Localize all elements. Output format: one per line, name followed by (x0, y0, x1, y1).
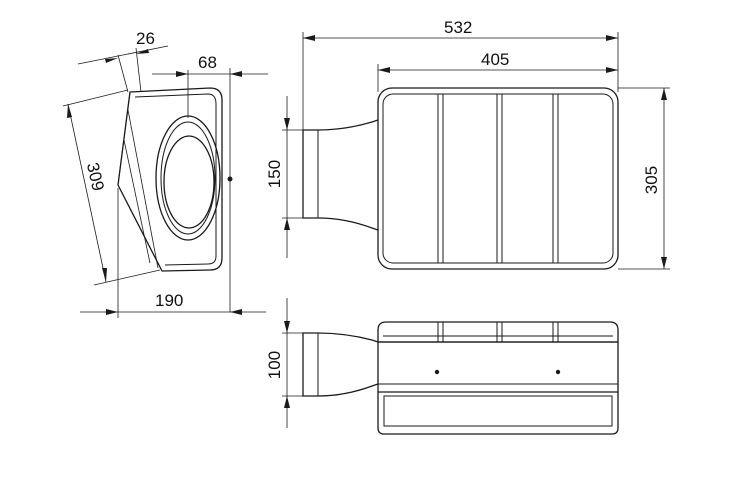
dim-side-outlet-depth: 68 (152, 53, 268, 312)
dim-side-height: 309 (62, 89, 161, 286)
dim-inlet-height: 150 (265, 96, 303, 258)
dim-bottom-inlet-height: 100 (265, 298, 303, 428)
dim-label-190: 190 (155, 291, 183, 310)
dim-label-26: 26 (136, 29, 155, 48)
dim-side-thickness: 26 (77, 29, 169, 93)
dim-overall-length: 532 (302, 18, 619, 130)
top-view: 532 405 150 305 (265, 18, 670, 270)
dim-label-405: 405 (481, 50, 509, 69)
dim-body-length: 405 (377, 50, 618, 92)
dim-label-309: 309 (83, 161, 108, 193)
dim-label-305: 305 (642, 166, 661, 194)
dim-body-height: 305 (618, 87, 670, 270)
side-view: 26 68 309 190 (62, 29, 268, 318)
dim-label-100: 100 (265, 351, 284, 379)
dim-label-68: 68 (198, 53, 217, 72)
dim-side-depth: 190 (80, 188, 266, 318)
front-view: 100 (265, 298, 619, 435)
dim-label-532: 532 (444, 18, 472, 37)
dim-label-150: 150 (265, 160, 284, 188)
